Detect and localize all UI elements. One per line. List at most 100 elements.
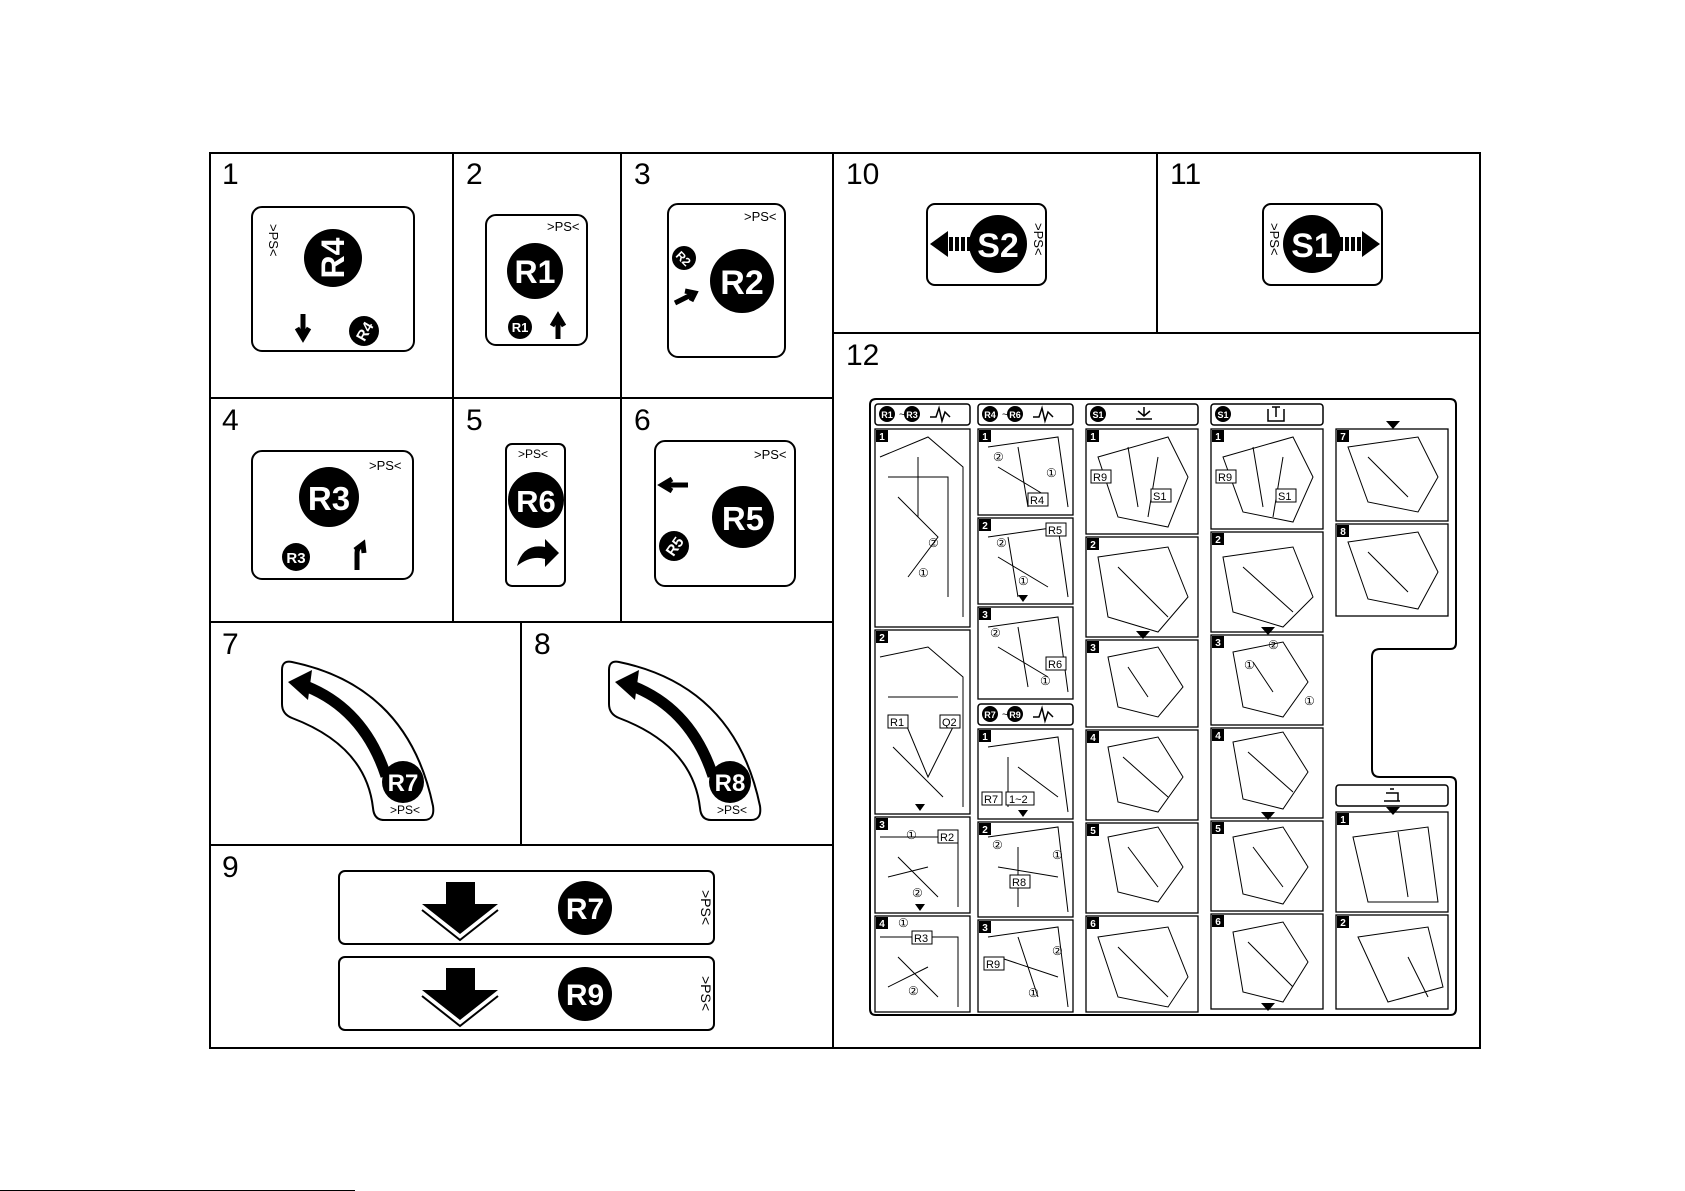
svg-text:R4: R4 <box>984 410 996 420</box>
header-s1-b: S1 <box>1210 403 1324 426</box>
svg-text:2: 2 <box>1340 918 1346 929</box>
svg-text:R9: R9 <box>1093 472 1107 484</box>
flow-arrows <box>915 421 1400 1011</box>
svg-text:1: 1 <box>1090 432 1096 443</box>
svg-text:R6: R6 <box>1048 659 1062 671</box>
ps-mark: >PS< <box>744 209 777 224</box>
label-r5: >PS< R5 R5 <box>654 440 796 587</box>
svg-text:R6: R6 <box>1009 410 1021 420</box>
label-r8: R8 >PS< <box>608 660 762 821</box>
arrow-left-icon <box>930 231 948 257</box>
ps-mark: >PS< <box>754 447 787 462</box>
code-text: R7 <box>388 770 419 797</box>
label-r7: R7 >PS< <box>281 660 435 821</box>
step-numbers: 1 2 3 4 1 2 3 1 2 3 1 2 3 4 5 6 1 2 3 4 … <box>876 430 1349 934</box>
arrow-head-icon <box>615 670 639 700</box>
r1-small-badge-icon <box>508 315 532 339</box>
r1-badge-icon <box>507 243 563 299</box>
panel-number: 7 <box>222 628 239 661</box>
curved-arrow-icon <box>517 539 559 567</box>
svg-text:②: ② <box>996 536 1007 550</box>
header-r7-r9: R7 ~ R9 <box>977 703 1074 726</box>
instruction-label-frame <box>209 152 1481 1049</box>
svg-text:2: 2 <box>982 825 988 836</box>
sensor-icon <box>1033 405 1054 424</box>
svg-text:1: 1 <box>982 732 988 743</box>
arrow-up-icon <box>549 311 567 339</box>
arrow-right-icon <box>1362 231 1380 257</box>
svg-text:4: 4 <box>879 919 885 930</box>
svg-text:2: 2 <box>1215 535 1221 546</box>
arrow-up-curve-icon <box>353 539 367 570</box>
r6-badge-icon <box>508 472 564 528</box>
code-text: R2 <box>720 264 763 302</box>
svg-text:①: ① <box>1028 986 1039 1000</box>
strip-r7: R7 >PS< <box>338 870 715 945</box>
svg-text:②: ② <box>1268 638 1279 652</box>
header-r1-r3: R1 ~ R3 <box>874 403 971 426</box>
svg-text:1: 1 <box>982 432 988 443</box>
svg-text:1: 1 <box>879 432 885 443</box>
header-r4-r6: R4 ~ R6 <box>977 403 1074 426</box>
s2-badge-icon <box>969 215 1027 273</box>
svg-text:①: ① <box>906 828 917 842</box>
svg-text:①: ① <box>898 916 909 930</box>
svg-text:R9: R9 <box>1009 710 1021 720</box>
svg-text:②: ② <box>990 626 1001 640</box>
svg-text:②: ② <box>912 886 923 900</box>
svg-text:6: 6 <box>1215 917 1221 928</box>
r2-small-badge-icon <box>672 246 696 270</box>
r4-badge-icon <box>304 229 362 287</box>
grid-lines <box>209 152 1481 1049</box>
svg-text:R5: R5 <box>1048 525 1062 537</box>
svg-text:①: ① <box>1244 658 1255 672</box>
label-s2: S2 >PS< <box>926 203 1047 286</box>
svg-text:①: ① <box>1018 574 1029 588</box>
svg-text:①: ① <box>1040 674 1051 688</box>
svg-text:S1: S1 <box>1278 491 1291 503</box>
label-r6: >PS< R6 <box>505 443 566 587</box>
curved-arrow-icon <box>625 678 719 778</box>
panel-number: 5 <box>466 404 483 437</box>
r9-badge-icon <box>558 967 612 1021</box>
jam-removal-label: R1 ~ R3 R4 ~ R6 S1 S1 R7 ~ R9 <box>869 398 1457 1016</box>
arrow-head-icon <box>288 670 312 700</box>
code-text: R7 <box>566 893 604 926</box>
label-r1: >PS< R1 R1 <box>485 214 588 346</box>
arrow-left-icon <box>657 476 688 494</box>
svg-text:R2: R2 <box>940 832 954 844</box>
ps-mark: >PS< <box>390 803 420 817</box>
svg-text:R1: R1 <box>881 410 893 420</box>
strip-r9: R9 >PS< <box>338 956 715 1031</box>
code-text-small: R1 <box>512 320 529 335</box>
svg-text:S1: S1 <box>1153 491 1166 503</box>
panel-number: 12 <box>846 339 880 372</box>
ps-mark: >PS< <box>518 447 548 461</box>
staple-cartridge-icon <box>1267 406 1285 422</box>
code-text: R3 <box>308 480 350 517</box>
r5-small-badge-icon <box>659 531 689 561</box>
svg-text:R3: R3 <box>906 410 918 420</box>
panel-number: 3 <box>634 158 651 191</box>
svg-text:8: 8 <box>1340 527 1346 538</box>
svg-text:R3: R3 <box>914 933 928 945</box>
svg-text:~: ~ <box>1002 409 1008 421</box>
svg-text:②: ② <box>1052 944 1063 958</box>
svg-text:1: 1 <box>1215 432 1221 443</box>
svg-text:②: ② <box>993 450 1004 464</box>
svg-text:②: ② <box>928 536 939 550</box>
curved-arrow-icon <box>298 678 392 778</box>
label-s1: >PS< S1 <box>1262 203 1383 286</box>
s1-badge-icon <box>1283 215 1341 273</box>
label-r2: >PS< R2 R2 <box>667 203 786 358</box>
panel-number: 10 <box>846 158 880 191</box>
svg-text:1: 1 <box>1340 815 1346 826</box>
svg-text:①: ① <box>1046 466 1057 480</box>
svg-text:R7: R7 <box>984 794 998 806</box>
code-text: R4 <box>315 237 351 278</box>
panel-number: 4 <box>222 404 239 437</box>
svg-text:2: 2 <box>982 521 988 532</box>
ps-mark: >PS< <box>1267 223 1282 256</box>
svg-text:②: ② <box>992 838 1003 852</box>
